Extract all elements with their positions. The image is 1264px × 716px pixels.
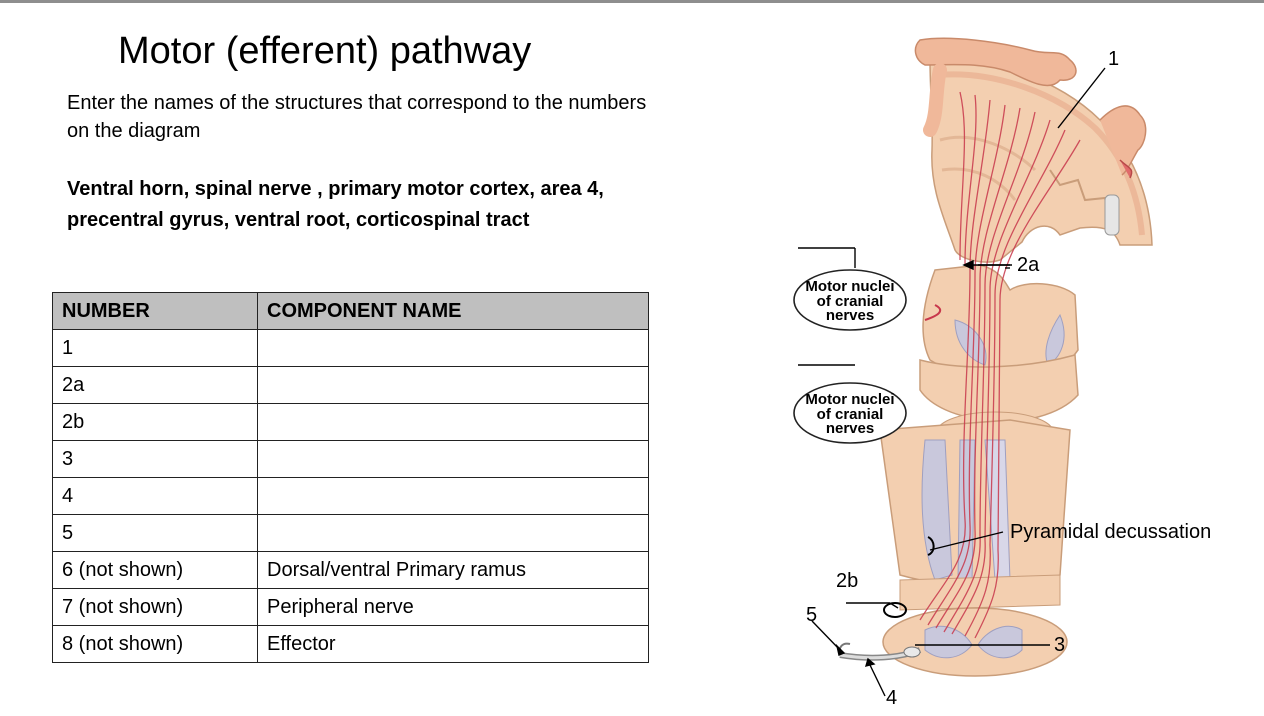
label-3: 3 bbox=[1054, 634, 1066, 656]
table-row: 8 (not shown)Effector bbox=[52, 625, 649, 663]
table-row: 2a bbox=[52, 366, 649, 404]
component-table: NUMBER COMPONENT NAME 1 2a 2b 3 4 5 6 (n… bbox=[52, 292, 649, 663]
label-2a: 2a bbox=[1017, 254, 1040, 276]
row-name-cell[interactable] bbox=[257, 477, 649, 515]
row-name-cell[interactable]: Peripheral nerve bbox=[257, 588, 649, 626]
row-number: 2a bbox=[52, 366, 258, 404]
row-number: 8 (not shown) bbox=[52, 625, 258, 663]
row-number: 6 (not shown) bbox=[52, 551, 258, 589]
cranial-nuclei-bubble-lower: Motor nuclei of cranial nerves bbox=[793, 382, 907, 444]
label-2b: 2b bbox=[836, 570, 859, 592]
instruction-text: Enter the names of the structures that c… bbox=[67, 92, 647, 142]
leader-lines bbox=[798, 67, 1106, 697]
row-name-cell[interactable] bbox=[257, 403, 649, 441]
row-name-cell[interactable] bbox=[257, 329, 649, 367]
label-1: 1 bbox=[1108, 48, 1120, 70]
row-name-cell[interactable] bbox=[257, 366, 649, 404]
row-name-cell[interactable]: Dorsal/ventral Primary ramus bbox=[257, 551, 649, 589]
header-number: NUMBER bbox=[52, 292, 258, 330]
corticospinal-tract bbox=[919, 91, 1081, 639]
label-4: 4 bbox=[886, 687, 898, 709]
table-header-row: NUMBER COMPONENT NAME bbox=[52, 292, 649, 330]
label-pyramidal-decussation: Pyramidal decussation bbox=[1010, 521, 1212, 543]
row-number: 1 bbox=[52, 329, 258, 367]
row-number: 4 bbox=[52, 477, 258, 515]
motor-pathway-illustration: Motor nuclei of cranial nerves Motor nuc… bbox=[793, 37, 1153, 697]
slide-title: Motor (efferent) pathway bbox=[118, 30, 532, 72]
table-row: 4 bbox=[52, 477, 649, 515]
row-number: 2b bbox=[52, 403, 258, 441]
bubble-lower-line3: nerves bbox=[826, 420, 874, 437]
table-row: 3 bbox=[52, 440, 649, 478]
table-row: 6 (not shown)Dorsal/ventral Primary ramu… bbox=[52, 551, 649, 589]
table-row: 2b bbox=[52, 403, 649, 441]
bubble-upper-line3: nerves bbox=[826, 307, 874, 324]
bubble-upper-line1: Motor nuclei bbox=[805, 278, 894, 295]
table-row: 5 bbox=[52, 514, 649, 552]
table-row: 7 (not shown)Peripheral nerve bbox=[52, 588, 649, 626]
row-number: 7 (not shown) bbox=[52, 588, 258, 626]
decussation-bracket bbox=[927, 536, 935, 556]
header-component-name: COMPONENT NAME bbox=[257, 292, 649, 330]
row-number: 3 bbox=[52, 440, 258, 478]
bubble-upper-line2: of cranial bbox=[817, 293, 884, 310]
row-name-cell[interactable] bbox=[257, 440, 649, 478]
cerebral-cortex-slice bbox=[929, 58, 1153, 263]
top-border-line bbox=[0, 0, 1264, 3]
row-name-cell[interactable]: Effector bbox=[257, 625, 649, 663]
row-name-cell[interactable] bbox=[257, 514, 649, 552]
cranial-nuclei-bubble-upper: Motor nuclei of cranial nerves bbox=[793, 269, 942, 331]
motor-homunculus bbox=[914, 37, 1147, 236]
2b-loop-marker bbox=[883, 602, 907, 618]
table-row: 1 bbox=[52, 329, 649, 367]
word-bank: Ventral horn, spinal nerve , primary mot… bbox=[67, 178, 604, 231]
bubble-lower-line2: of cranial bbox=[817, 406, 884, 423]
spinal-cord-segment bbox=[838, 574, 1068, 677]
row-number: 5 bbox=[52, 514, 258, 552]
label-5: 5 bbox=[806, 604, 818, 626]
bubble-lower-line1: Motor nuclei bbox=[805, 391, 894, 408]
